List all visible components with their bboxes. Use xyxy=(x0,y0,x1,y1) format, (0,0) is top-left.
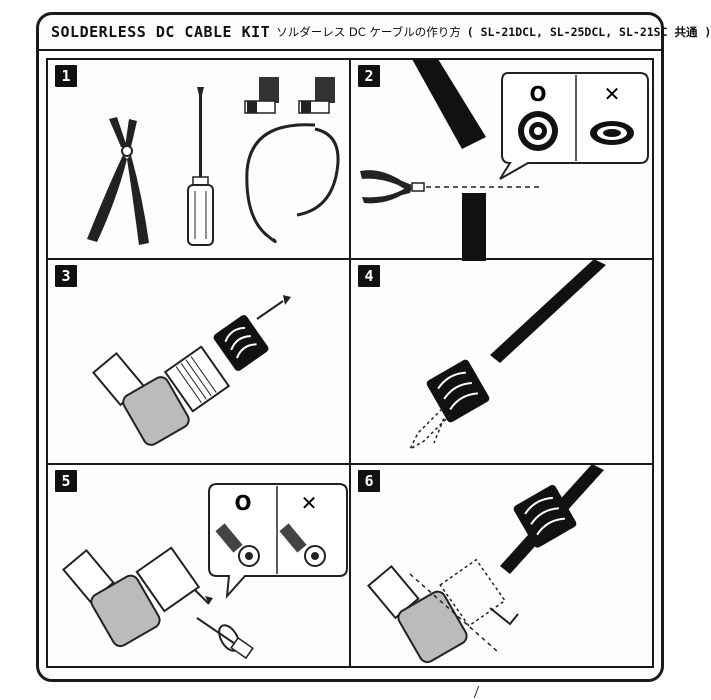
step-4-panel: 4 xyxy=(350,259,653,464)
screwdriver-icon xyxy=(187,87,214,246)
bad-mark: ✕ xyxy=(604,82,621,106)
step-1-illustration xyxy=(87,77,340,246)
cable-end-icon xyxy=(412,59,486,149)
japanese-subtitle: ソルダーレス DC ケーブルの作り方 xyxy=(276,25,461,39)
nippers-cutting-icon xyxy=(360,170,425,204)
plug-body-icon xyxy=(62,546,201,648)
insert-callout xyxy=(208,483,348,599)
step-3-panel: 3 xyxy=(47,259,350,464)
plug-body-icon xyxy=(92,345,231,446)
good-mark: O xyxy=(234,491,251,515)
plug-right-icon xyxy=(298,77,335,114)
nippers-icon xyxy=(87,117,149,245)
cable-icon xyxy=(490,259,606,363)
step-1-number: 1 xyxy=(55,65,77,87)
scan-mark xyxy=(473,686,486,698)
step-2-illustration: O ✕ xyxy=(360,59,649,261)
grid-lines xyxy=(46,58,654,668)
step-5-panel: 5 O ✕ xyxy=(47,464,350,667)
step-5-illustration: O ✕ xyxy=(62,483,348,660)
step-2-panel: 2 O ✕ xyxy=(350,59,653,261)
step-6-panel: 6 xyxy=(350,464,653,667)
step-4-illustration xyxy=(408,259,606,451)
pin-insert-icon xyxy=(196,617,254,660)
steps-grid: 1 xyxy=(46,58,654,668)
step-5-number: 5 xyxy=(55,470,77,492)
instruction-sheet: SOLDERLESS DC CABLE KIT ソルダーレス DC ケーブルの作… xyxy=(36,12,711,682)
remove-arrow-icon xyxy=(256,300,284,320)
cut-callout xyxy=(499,72,649,180)
bad-mark: ✕ xyxy=(301,491,318,515)
step-3-illustration xyxy=(92,295,291,446)
plug-body-icon xyxy=(367,558,506,664)
good-mark: O xyxy=(529,82,546,106)
plug-left-icon xyxy=(244,77,279,114)
cable-coil-icon xyxy=(245,123,340,244)
step-2-number: 2 xyxy=(358,65,380,87)
title-bar: SOLDERLESS DC CABLE KIT ソルダーレス DC ケーブルの作… xyxy=(39,15,711,51)
step-6-illustration xyxy=(367,464,604,664)
model-list: ( SL-21DCL, SL-25DCL, SL-21SC 共通 ) xyxy=(466,25,711,39)
cut-cable-icon xyxy=(462,193,486,261)
step-4-number: 4 xyxy=(358,265,380,287)
screw-cap-icon xyxy=(213,315,269,371)
screw-cap-on-cable-icon xyxy=(426,359,490,423)
step-3-number: 3 xyxy=(55,265,77,287)
step-6-number: 6 xyxy=(358,470,380,492)
screw-cap-on-cable-icon xyxy=(513,484,577,548)
kit-title: SOLDERLESS DC CABLE KIT xyxy=(51,23,271,41)
step-1-panel: 1 xyxy=(47,59,350,259)
